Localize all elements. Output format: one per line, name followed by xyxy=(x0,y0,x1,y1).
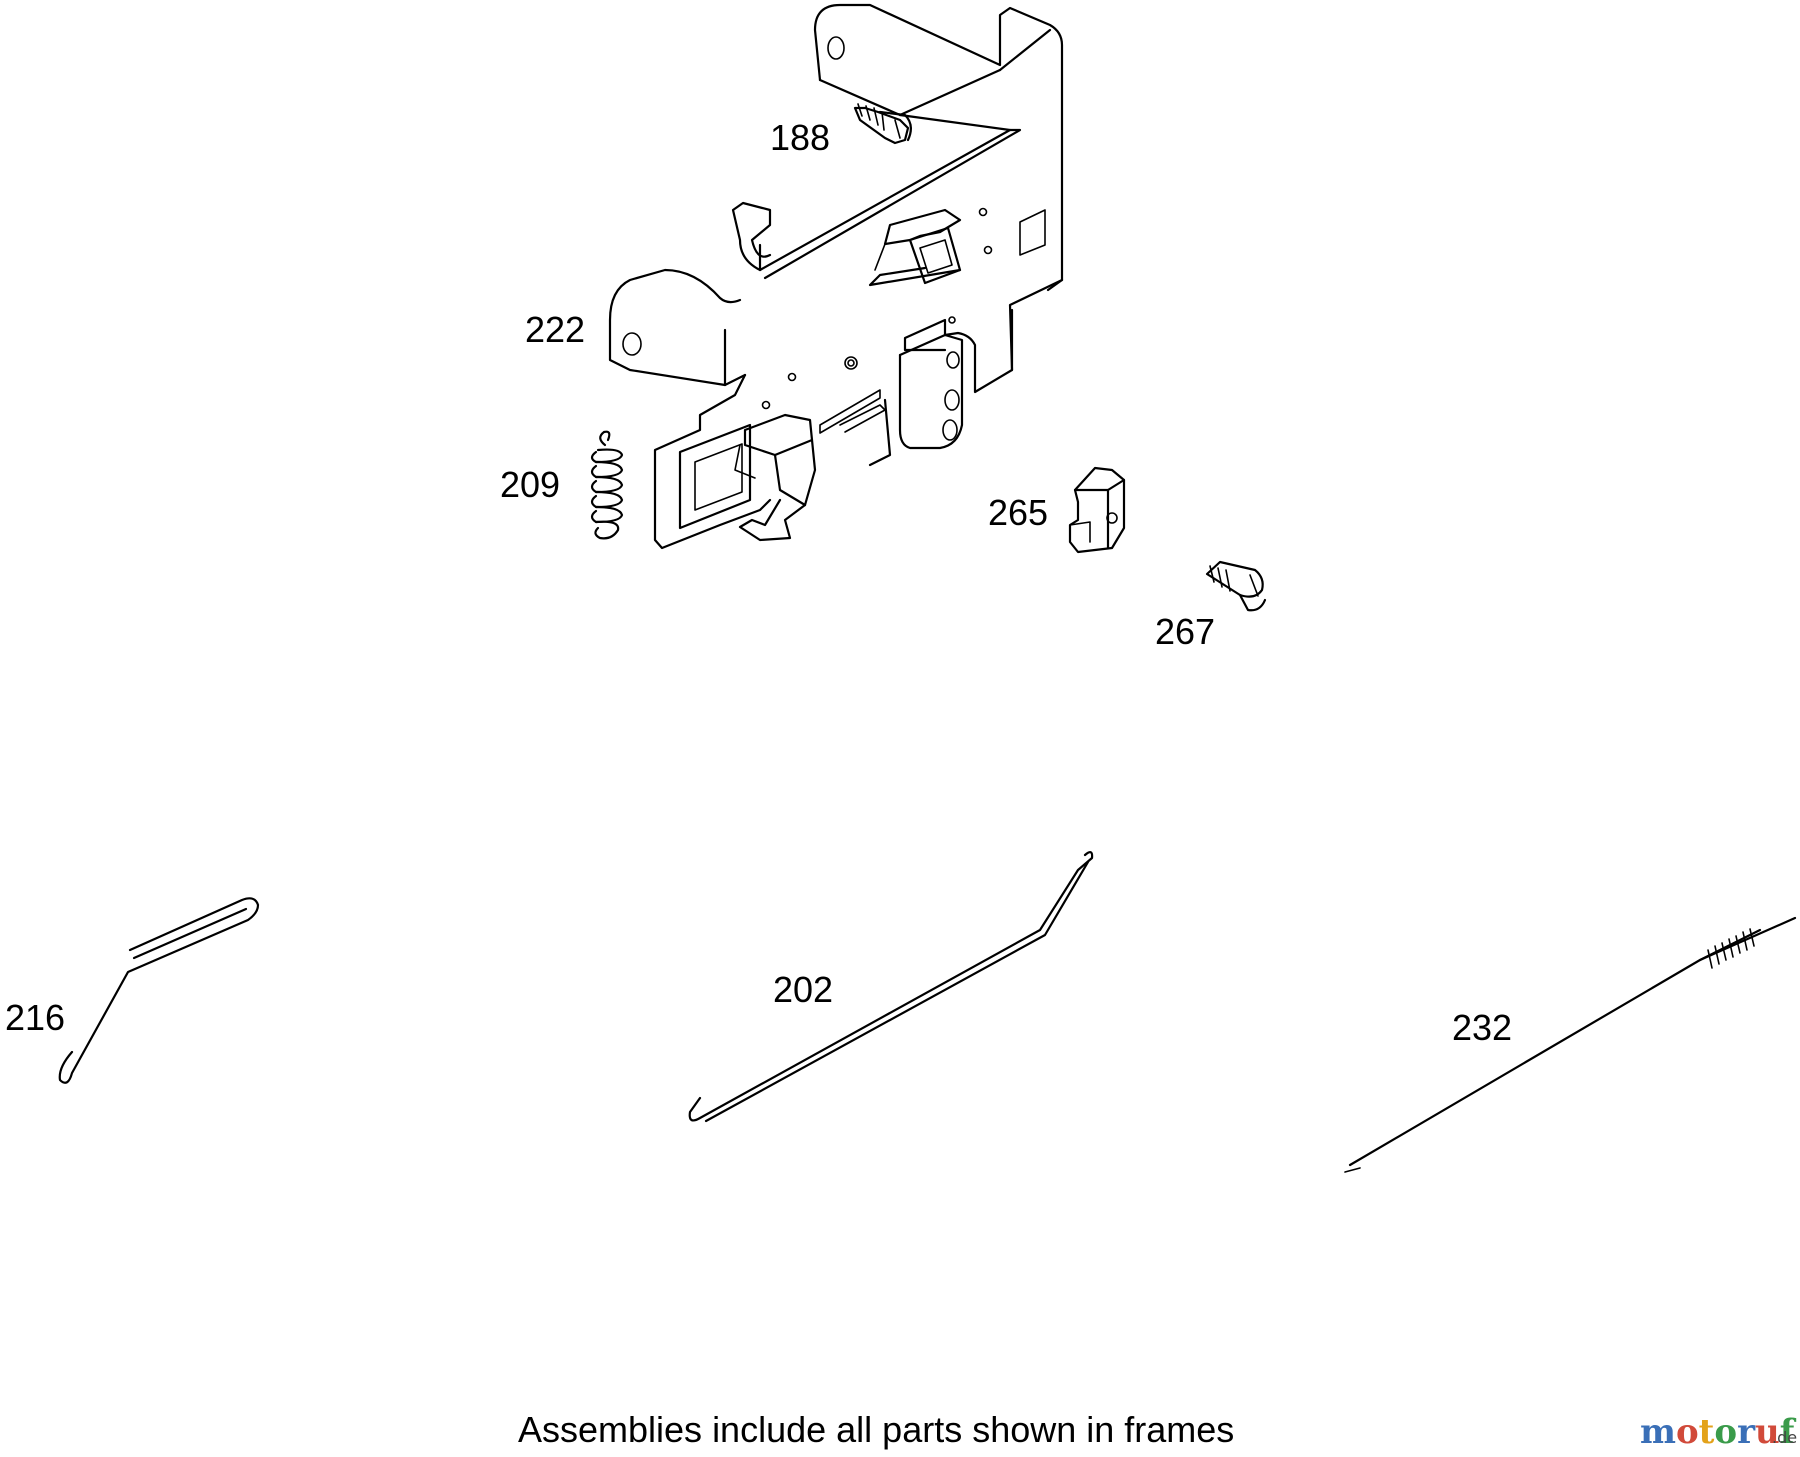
wm-letter: o xyxy=(1714,1412,1737,1452)
part-number-232: 232 xyxy=(1452,1007,1512,1048)
screw-188-part xyxy=(853,103,912,145)
watermark-logo: motoruf .de xyxy=(1640,1412,1797,1452)
link-rod-216-part xyxy=(58,897,260,1084)
part-number-222: 222 xyxy=(525,309,585,350)
wm-letter: r xyxy=(1737,1412,1756,1452)
wm-letter: f xyxy=(1780,1412,1797,1452)
choke-cable-232-part xyxy=(1344,916,1797,1173)
clip-265-part xyxy=(1068,466,1126,554)
link-rod-202-part xyxy=(688,851,1094,1123)
wm-letter: m xyxy=(1640,1412,1676,1452)
spring-209-part xyxy=(590,430,624,540)
part-number-216: 216 xyxy=(5,997,65,1038)
assembly-caption: Assemblies include all parts shown in fr… xyxy=(518,1409,1234,1450)
part-number-188: 188 xyxy=(770,117,830,158)
wm-suffix: .de xyxy=(1772,1428,1797,1447)
control-bracket-part xyxy=(608,3,1064,550)
wm-letter: o xyxy=(1676,1412,1699,1452)
svg-text:motoruf: motoruf xyxy=(1640,1412,1797,1452)
part-number-265: 265 xyxy=(988,492,1048,533)
screw-267-part xyxy=(1205,560,1267,612)
wm-letter: u xyxy=(1755,1412,1780,1452)
wm-letter: t xyxy=(1699,1412,1715,1452)
part-number-267: 267 xyxy=(1155,611,1215,652)
part-number-202: 202 xyxy=(773,969,833,1010)
part-number-209: 209 xyxy=(500,464,560,505)
